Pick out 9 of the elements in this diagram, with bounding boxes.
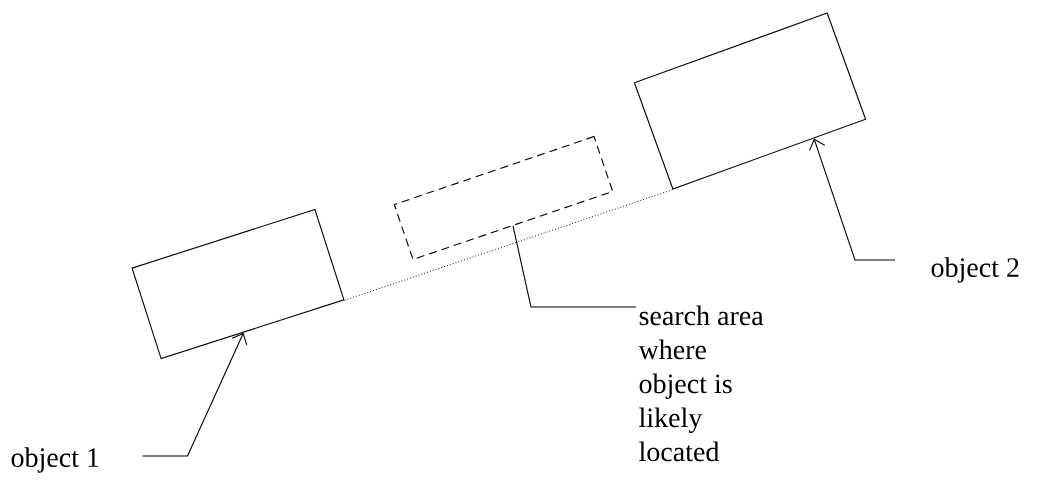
search-area-label: search area where object is likely located <box>638 305 764 462</box>
leader-line <box>512 225 637 308</box>
leader-arrow <box>809 138 896 261</box>
object-box <box>131 208 345 360</box>
dotted-line <box>344 189 673 301</box>
leader-arrow <box>141 332 248 457</box>
object-box <box>633 12 867 190</box>
object-label: object 2 <box>931 257 1019 283</box>
object-label: object 1 <box>11 447 99 473</box>
